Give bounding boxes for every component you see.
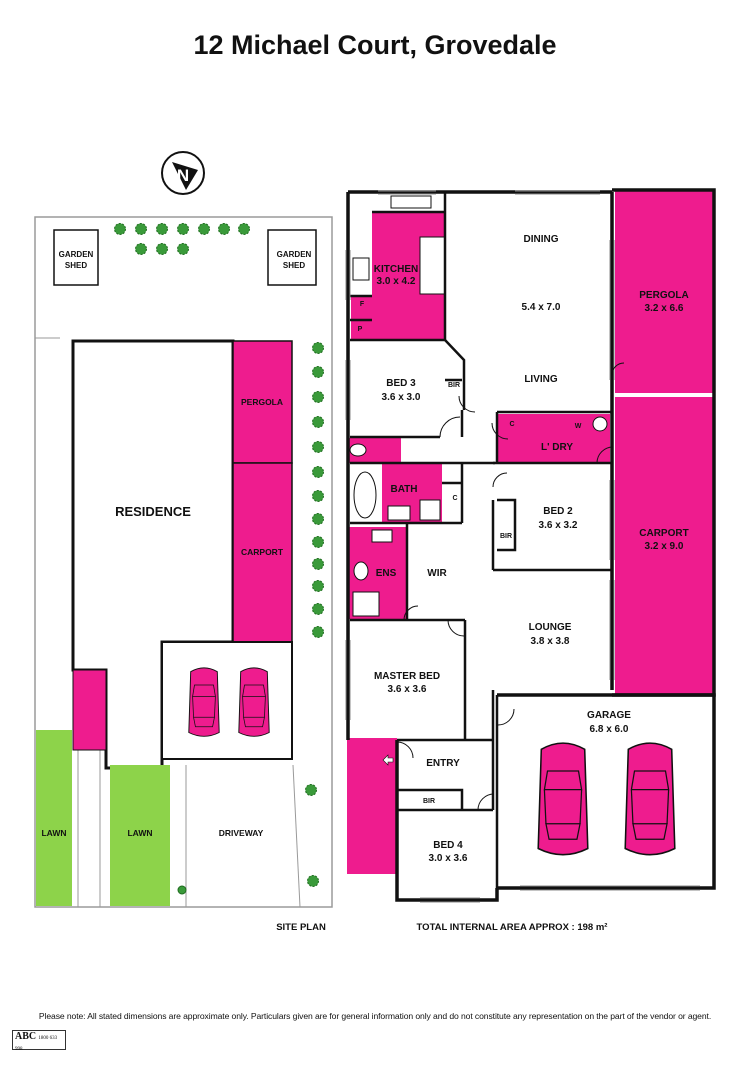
garden-shed-2 (267, 229, 317, 286)
svg-text:LIVING: LIVING (524, 374, 558, 385)
svg-text:DINING: DINING (524, 234, 559, 245)
svg-text:MASTER BED: MASTER BED (374, 671, 440, 682)
svg-text:KITCHEN: KITCHEN (374, 264, 418, 275)
svg-text:SHED: SHED (65, 261, 87, 270)
svg-text:BIR: BIR (423, 798, 435, 805)
garden-shed-1 (53, 229, 99, 286)
lawn-area-1 (36, 730, 72, 906)
svg-text:3.6 x 3.0: 3.6 x 3.0 (382, 392, 421, 403)
north-arrow-icon: N (161, 151, 205, 195)
total-area-caption: TOTAL INTERNAL AREA APPROX : 198 m² (417, 922, 608, 933)
site-plan-caption: SITE PLAN (276, 922, 326, 933)
svg-text:3.6 x 3.2: 3.6 x 3.2 (539, 520, 578, 531)
svg-text:3.8 x 3.8: 3.8 x 3.8 (531, 636, 570, 647)
svg-text:LOUNGE: LOUNGE (529, 622, 572, 633)
svg-text:DRIVEWAY: DRIVEWAY (219, 828, 264, 838)
svg-text:PERGOLA: PERGOLA (639, 290, 688, 301)
site-garage (161, 641, 293, 760)
site-pergola (232, 340, 293, 464)
svg-text:WIR: WIR (427, 568, 447, 579)
svg-text:3.2 x 9.0: 3.2 x 9.0 (645, 541, 684, 552)
svg-text:BED 4: BED 4 (433, 840, 463, 851)
pergola-fill (615, 190, 714, 393)
svg-text:BED 3: BED 3 (386, 378, 416, 389)
site-plan: GARDEN SHED GARDEN SHED RESIDENCE PERGOL… (34, 216, 333, 933)
svg-text:BATH: BATH (390, 484, 417, 495)
svg-text:3.6 x 3.6: 3.6 x 3.6 (388, 684, 427, 695)
svg-text:GARDEN: GARDEN (59, 250, 94, 259)
page-title: 12 Michael Court, Grovedale (193, 30, 557, 60)
agency-logo: ABC 1800 633 998 (12, 1030, 66, 1052)
svg-text:3.0 x 3.6: 3.0 x 3.6 (429, 853, 468, 864)
svg-text:LAWN: LAWN (41, 828, 66, 838)
svg-text:C: C (509, 421, 514, 428)
svg-text:6.8 x 6.0: 6.8 x 6.0 (590, 724, 629, 735)
svg-text:ENS: ENS (376, 568, 397, 579)
svg-text:ENTRY: ENTRY (426, 758, 460, 769)
svg-text:PERGOLA: PERGOLA (241, 397, 283, 407)
svg-text:3.0 x 4.2: 3.0 x 4.2 (377, 276, 416, 287)
svg-text:CARPORT: CARPORT (241, 547, 284, 557)
property-boundary (34, 216, 333, 908)
svg-text:GARAGE: GARAGE (587, 710, 631, 721)
residence-label: RESIDENCE (115, 504, 191, 519)
svg-text:BED 2: BED 2 (543, 506, 573, 517)
svg-text:BIR: BIR (500, 533, 512, 540)
compass-letter: N (177, 166, 189, 185)
laundry-fill (497, 414, 610, 463)
svg-text:3.2 x 6.6: 3.2 x 6.6 (645, 303, 684, 314)
svg-text:5.4 x 7.0: 5.4 x 7.0 (522, 302, 561, 313)
svg-text:GARDEN: GARDEN (277, 250, 312, 259)
svg-text:P: P (358, 326, 363, 333)
disclaimer-text: Please note: All stated dimensions are a… (38, 1011, 712, 1021)
svg-text:BIR: BIR (448, 382, 460, 389)
svg-text:C: C (452, 495, 457, 502)
svg-text:F: F (360, 301, 365, 308)
lawn-area-2 (110, 765, 170, 906)
svg-text:SHED: SHED (283, 261, 305, 270)
svg-text:CARPORT: CARPORT (639, 528, 688, 539)
svg-text:L' DRY: L' DRY (541, 442, 573, 453)
carport-fill (615, 397, 714, 695)
site-side-pergola (72, 669, 107, 751)
site-carport (232, 462, 293, 643)
svg-text:W: W (575, 423, 582, 430)
svg-text:LAWN: LAWN (127, 828, 152, 838)
floor-plan: DINING 5.4 x 7.0 LIVING KITCHEN 3.0 x 4.… (345, 188, 716, 933)
